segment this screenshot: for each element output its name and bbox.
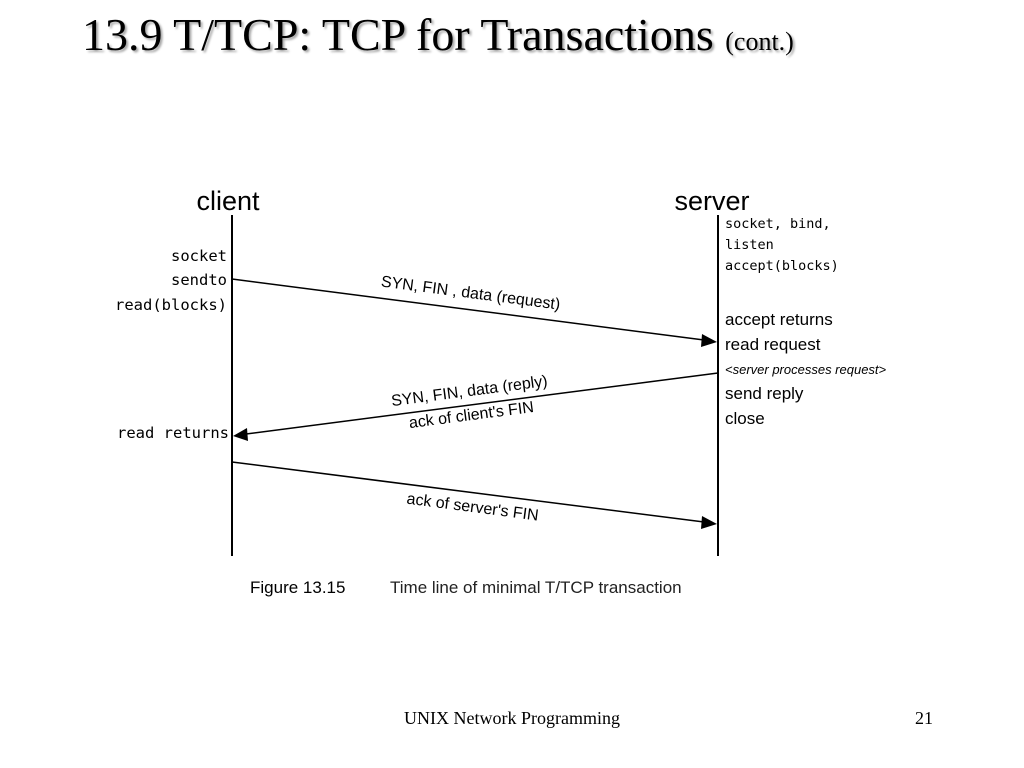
footer-page-number: 21 [915,708,933,728]
server-step-send-reply: send reply [725,384,804,403]
client-label: client [196,186,260,216]
reply-arrow-line [245,372,719,435]
server-step-close: close [725,409,765,428]
slide-title-suffix: (cont.) [725,27,794,56]
slide-title: 13.9 T/TCP: TCP for Transactions (cont.) [82,8,794,61]
server-call-accept: accept(blocks) [725,258,839,274]
server-call-listen: listen [725,237,774,253]
request-arrow-line [231,278,705,341]
ack-arrow-line [231,461,705,523]
slide-title-main: 13.9 T/TCP: TCP for Transactions [82,9,714,60]
ack-segment-label: ack of server's FIN [406,491,540,525]
footer-course: UNIX Network Programming [404,708,620,728]
reply-arrow-head [233,428,248,441]
ack-arrow-head [701,516,717,529]
request-arrow-head [701,334,717,347]
server-step-read-request: read request [725,335,821,354]
client-call-socket: socket [171,247,227,265]
client-call-sendto: sendto [171,271,227,289]
figure-caption-text: Time line of minimal T/TCP transaction [390,578,682,597]
client-read-returns: read returns [117,424,229,442]
figure-caption-label: Figure 13.15 [250,578,345,597]
server-call-socket-bind: socket, bind, [725,216,831,232]
server-processing-note: <server processes request> [725,362,887,377]
server-label: server [674,186,749,216]
server-step-accept-returns: accept returns [725,310,833,329]
request-segment-label: SYN, FIN , data (request) [380,273,561,313]
client-call-read: read(blocks) [115,296,227,314]
